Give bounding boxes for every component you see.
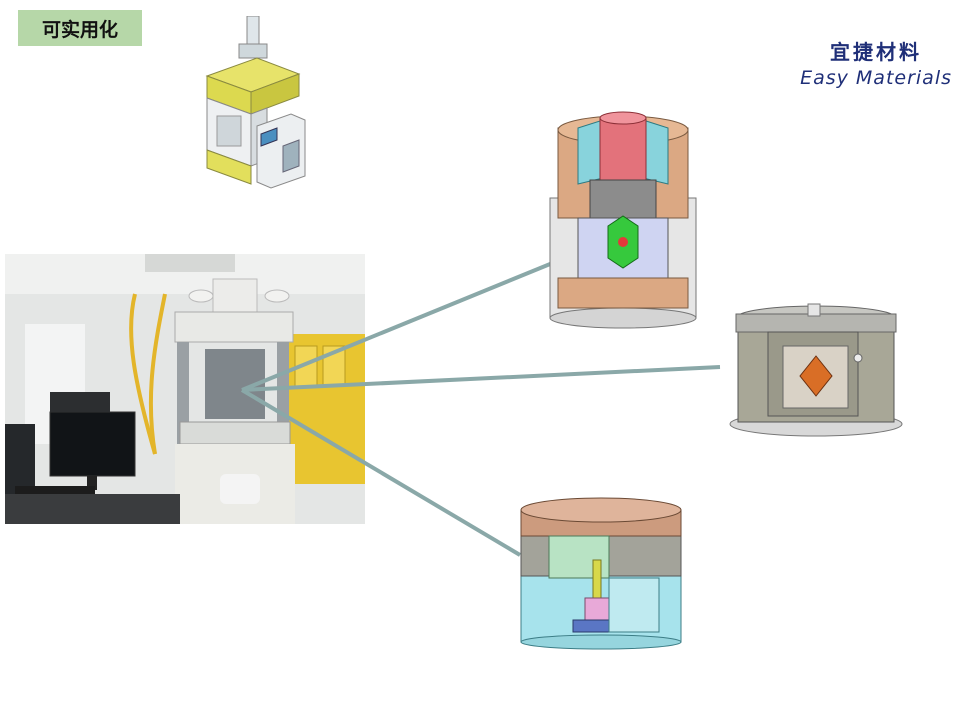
slide-tag: 可实用化 [18, 10, 142, 46]
brand-name-cn: 宜捷材料 [830, 40, 923, 64]
octahedral-cell-cutaway [729, 303, 903, 437]
brand-logo: 宜捷材料 Easy Materials [800, 36, 952, 89]
piston-cylinder-cutaway [520, 497, 682, 650]
lab-photo [5, 254, 365, 524]
connector-line [241, 365, 721, 392]
brand-name-en: Easy Materials [800, 67, 952, 89]
cylinder-cell-cutaway [549, 111, 697, 329]
connector-line [241, 260, 556, 392]
press-machine-drawing [205, 16, 306, 189]
connector-line [240, 388, 522, 557]
